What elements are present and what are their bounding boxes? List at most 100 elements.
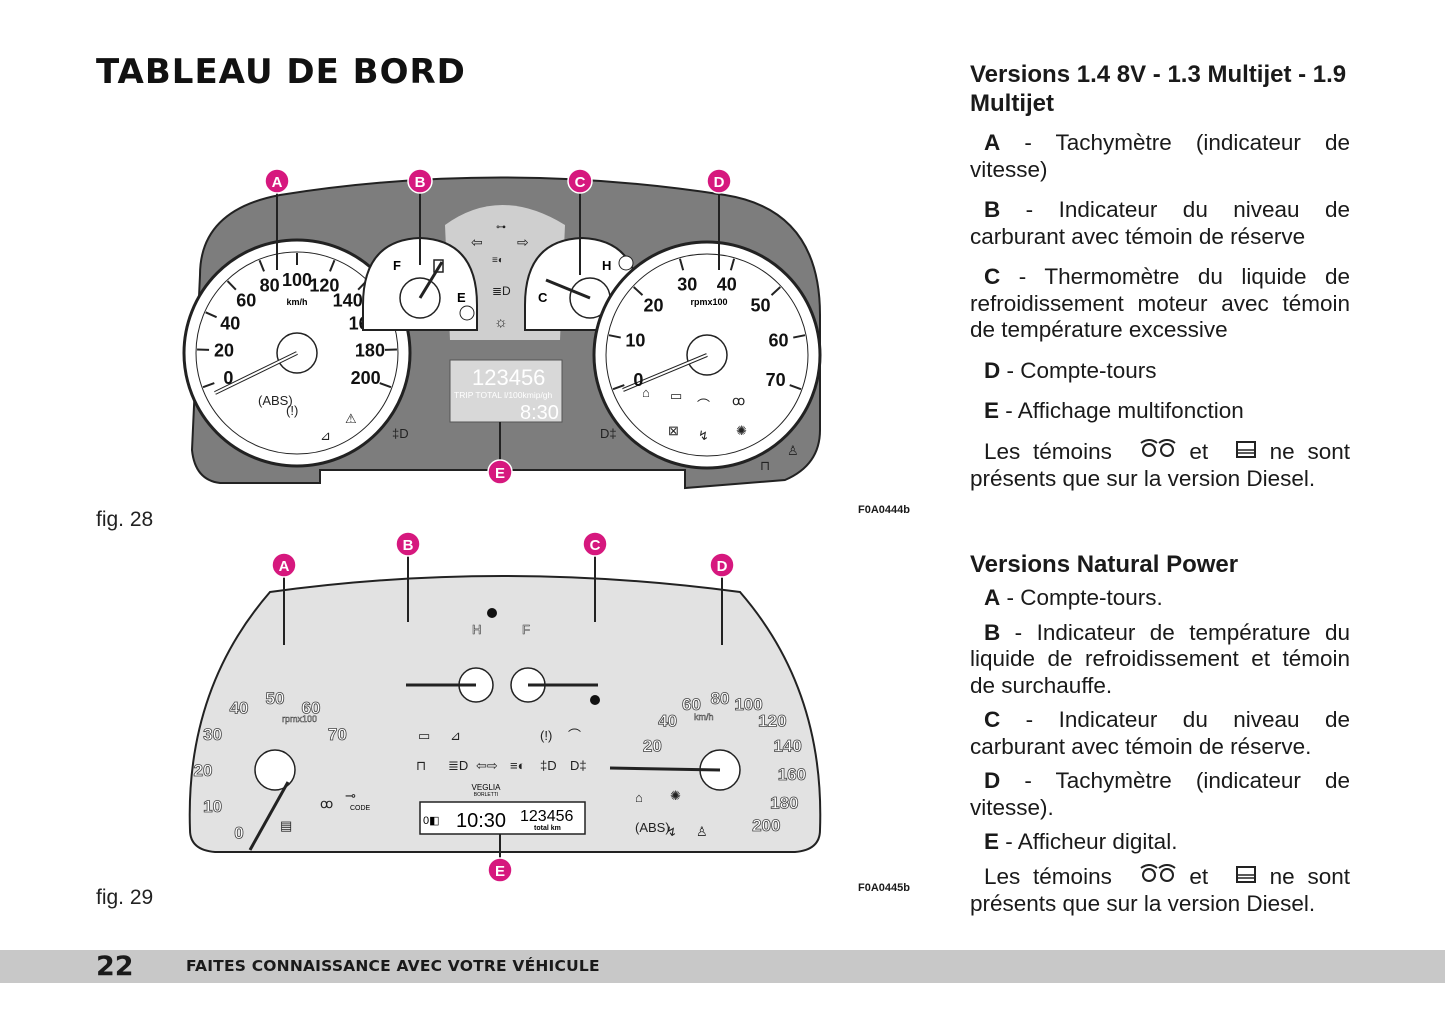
display-trip-label: TRIP TOTAL l/100kmip/gh (454, 390, 553, 400)
diesel-note: Les témoins et ne sont présents que sur … (970, 863, 1350, 916)
light-sun-icon: ☼ (494, 314, 508, 331)
gauge-tick-label: 100 (282, 270, 312, 290)
gauge-tick-label: 30 (203, 725, 222, 744)
oil-pressure-icon: ⌒ (568, 728, 581, 743)
gauge-tick-label: 70 (766, 370, 786, 390)
high-beam-icon: ≣D (492, 284, 511, 298)
high-beam-icon: ≣D (448, 758, 468, 773)
callout-badge (487, 459, 513, 485)
list-item: A - Compte-tours. (984, 585, 1163, 610)
list-item: B - Indicateur de température du liquide… (970, 619, 1350, 698)
turn-signals-icon: ⇦⇨ (476, 758, 498, 773)
rear-defrost-icon: ⊓ (416, 758, 426, 773)
gauge-tick-label: 20 (643, 736, 662, 755)
display-odometer-label: total km (534, 825, 561, 832)
gauge-tick-label: 120 (758, 712, 786, 731)
brake-warning-icon: (!) (540, 728, 552, 743)
footer-chapter-title: FAITES CONNAISSANCE AVEC VOTRE VÉHICULE (186, 957, 600, 975)
fuel-full-label: F (393, 258, 401, 273)
gauge-tick-label: 40 (230, 699, 249, 718)
display-fuel-icon: 0◧ (423, 815, 440, 827)
gauge-tick (329, 259, 336, 272)
gauge-tick-label: 40 (717, 275, 737, 295)
callout-badge (271, 552, 297, 578)
gauge-tick-label: 10 (203, 797, 222, 816)
speedo-unit: km/h (286, 297, 307, 307)
callout-letter: B (403, 537, 414, 554)
callout-letter: E (495, 465, 505, 482)
footer-bar (0, 950, 1445, 983)
section-title: Versions Natural Power (970, 551, 1239, 578)
gauge-tick-label: 40 (658, 712, 677, 731)
fig-29-label: fig. 29 (96, 886, 154, 909)
callout-badge (709, 552, 735, 578)
water-in-fuel-icon (1221, 864, 1257, 891)
glow-plug-coil-icon: ꝏ (732, 393, 745, 408)
gauge-tick (379, 382, 392, 389)
temp-hot-label: H (602, 258, 611, 273)
section-natural-power: Versions Natural Power A - Compte-tours.… (970, 550, 1350, 925)
fuel-full-label: F (522, 622, 530, 637)
gauge-tick (608, 334, 621, 339)
gauge-tick-label: 160 (778, 765, 806, 784)
callout-badge (487, 857, 513, 883)
seat-airbag-icon: ↯ (666, 824, 677, 839)
seatbelt-icon: ♙ (787, 443, 799, 458)
tacho-unit: rpmx100 (282, 714, 317, 724)
hazard-triangle-icon: ⚠ (345, 411, 357, 426)
callout-badge (567, 168, 593, 194)
fuel-gauge (362, 236, 478, 331)
fog-light-front-icon: D‡ (600, 426, 617, 441)
temperature-gauge (406, 608, 497, 703)
glow-plug-coil-icon: ꝏ (320, 796, 333, 811)
gauge-tick (729, 258, 736, 271)
fuel-pump-icon (433, 259, 444, 273)
diesel-note: Les témoins et ne sont présents que sur … (970, 438, 1350, 491)
gauge-tick-label: 200 (351, 368, 381, 388)
temp-hot-label: H (472, 622, 481, 637)
callout-letter: C (575, 174, 586, 191)
gauge-tick-label: 120 (309, 275, 339, 295)
brand-name: VEGLIA (472, 783, 502, 792)
water-in-fuel-icon: ▤ (280, 818, 292, 833)
figure-28-cluster: 020406080100120140160180200 km/h F E C H… (182, 168, 822, 490)
callout-letter: A (272, 174, 283, 191)
glow-plug-coil-icon (1125, 864, 1177, 891)
gauge-tick-label: 140 (773, 736, 801, 755)
gauge-tick-label: 50 (750, 295, 770, 315)
gauge-tick-label: 80 (711, 689, 730, 708)
callout-letter: D (717, 558, 728, 575)
seatbelt-icon: ♙ (696, 824, 708, 839)
gauge-tick-label: 180 (770, 793, 798, 812)
fog-light-front-icon: ‡D (540, 758, 557, 773)
callout-badge (706, 168, 732, 194)
speedo-unit: km/h (694, 712, 714, 722)
turn-left-icon: ⇦ (471, 234, 483, 250)
page-title: TABLEAU DE BORD (96, 52, 466, 92)
door-open-icon: ⊿ (320, 428, 331, 443)
glow-plug-coil-icon (1125, 439, 1177, 466)
gauge-tick-label: 180 (355, 340, 385, 360)
gauge-tick (678, 258, 685, 271)
fuel-gauge (510, 667, 600, 705)
speedometer-gauge (182, 238, 412, 468)
abs-icon: (ABS) (258, 393, 293, 408)
low-beam-icon: ≡◐ (510, 758, 525, 773)
list-item: C - Thermomètre du liquide de refroidiss… (970, 264, 1350, 342)
gauge-tick-label: 10 (625, 331, 645, 351)
gauge-tick-label: 70 (328, 725, 347, 744)
gauge-tick-label: 30 (677, 275, 697, 295)
gauge-tick-label: 0 (633, 370, 643, 390)
callout-letter: C (590, 537, 601, 554)
gauge-tick (202, 382, 215, 389)
fig-28-code: F0A0444b (858, 504, 910, 516)
gauge-tick-label: 140 (333, 290, 363, 310)
tacho-unit: rpmx100 (690, 297, 727, 307)
gauge-tick-label: 40 (220, 313, 240, 333)
gauge-tick (612, 384, 625, 391)
brand-subname: BORLETTI (474, 792, 498, 798)
list-item: E - Afficheur digital. (984, 829, 1178, 854)
callout-letter: B (415, 174, 426, 191)
page-number: 22 (96, 951, 134, 982)
airbag-icon: ✺ (670, 788, 681, 803)
